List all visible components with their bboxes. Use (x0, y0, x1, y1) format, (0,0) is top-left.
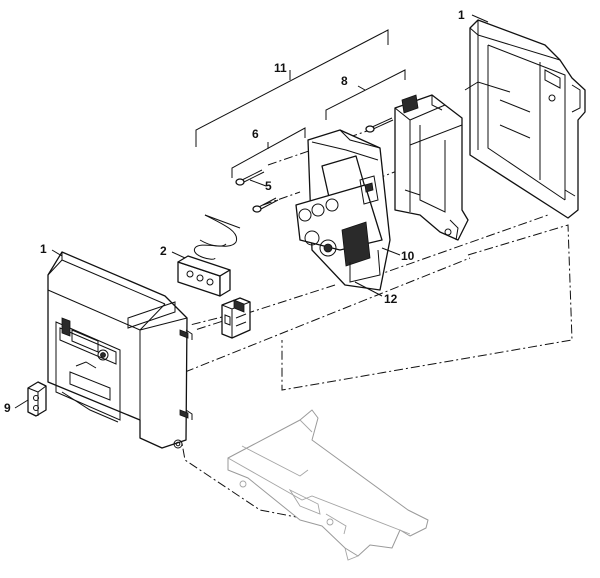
label-part-9: 9 (4, 401, 11, 415)
label-part-1-front: 1 (40, 242, 47, 256)
label-part-1-rear: 1 (458, 8, 465, 22)
leader-lines (14, 14, 489, 409)
bracket-clip (27, 381, 47, 417)
label-part-10: 10 (401, 249, 415, 263)
base-frame (227, 409, 429, 561)
label-part-2: 2 (160, 244, 167, 258)
screw-top (365, 117, 394, 133)
label-part-12: 12 (384, 292, 398, 306)
label-part-6: 6 (252, 127, 259, 141)
front-housing (47, 251, 193, 449)
label-part-8: 8 (341, 74, 348, 88)
screw-lower (252, 197, 279, 213)
bracket-6 (231, 127, 306, 178)
label-part-11: 11 (274, 61, 287, 75)
rear-cover (464, 19, 586, 219)
control-panel (295, 129, 391, 291)
screw-upper (235, 169, 265, 186)
label-part-5: 5 (265, 179, 272, 193)
capillary-thermostat (177, 214, 241, 297)
relay-block (221, 297, 251, 339)
bracket-11 (195, 29, 389, 147)
inner-chassis (394, 94, 469, 241)
bracket-8 (325, 69, 406, 120)
